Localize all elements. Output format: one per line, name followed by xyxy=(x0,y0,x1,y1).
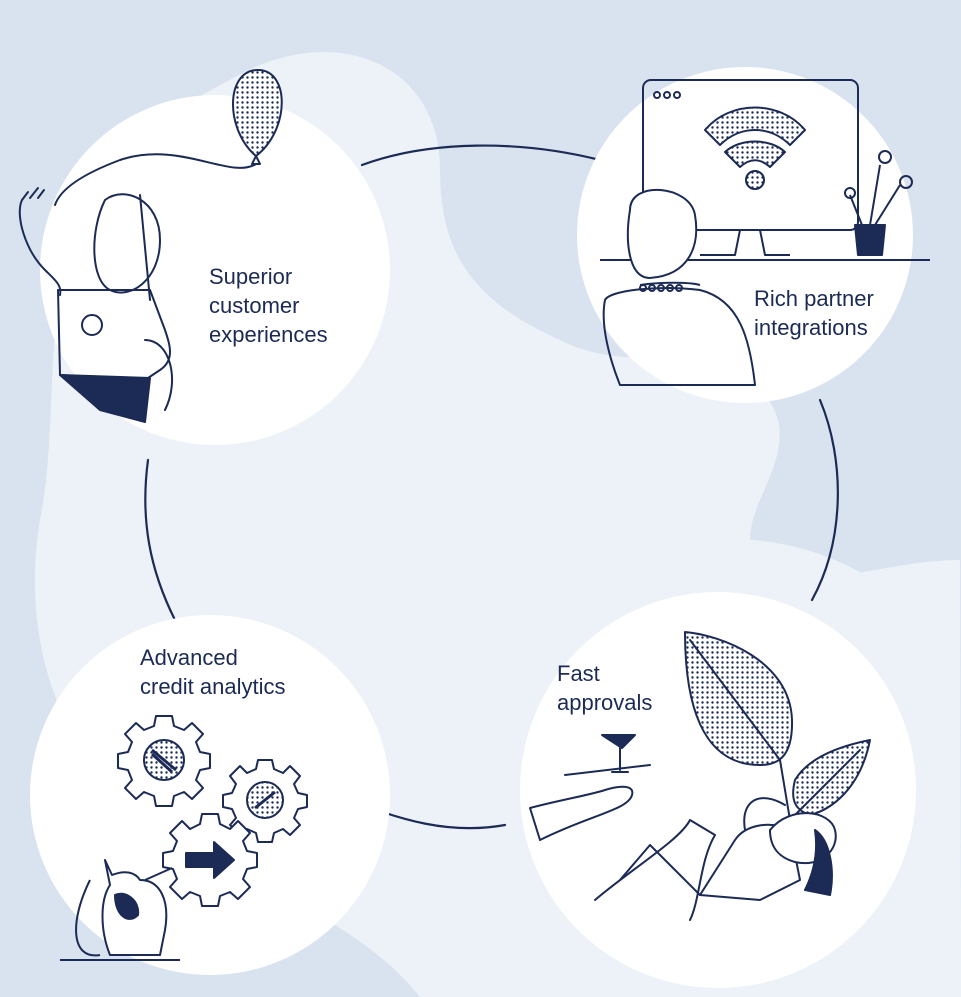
node-label-line: Advanced xyxy=(140,645,238,670)
node-label-line: Superior xyxy=(209,264,293,289)
node-label-advanced: Advanced credit analytics xyxy=(140,643,286,701)
connector-rich-to-fast xyxy=(810,398,839,602)
node-label-rich: Rich partner integrations xyxy=(754,284,874,342)
node-label-line: Rich partner xyxy=(754,286,874,311)
illustration-relaxing xyxy=(529,631,871,921)
pants-shape xyxy=(59,374,151,423)
connector-superior-to-rich xyxy=(360,144,602,167)
illustration-gears xyxy=(60,715,308,961)
node-label-line: credit analytics xyxy=(140,674,286,699)
node-label-line: approvals xyxy=(557,690,653,715)
person-head xyxy=(626,188,698,279)
monitor-screen xyxy=(642,79,859,231)
node-label-line: experiences xyxy=(209,322,328,347)
leaf-icon xyxy=(684,631,794,766)
drink-glass-icon xyxy=(601,734,636,749)
node-circle-rich xyxy=(577,67,913,403)
illustration-monitor xyxy=(600,79,930,386)
gear-icon xyxy=(117,715,211,807)
plant-pot-icon xyxy=(854,224,886,256)
node-label-line: customer xyxy=(209,293,300,318)
gear-arrow-icon xyxy=(162,813,258,907)
node-label-fast: Fast approvals xyxy=(557,659,652,717)
wifi-icon xyxy=(704,106,806,146)
gear-icon xyxy=(222,759,308,843)
illustration-person-waving xyxy=(18,69,283,423)
node-label-superior: Superior customer experiences xyxy=(209,262,328,349)
node-circle-superior xyxy=(40,95,390,445)
node-label-line: Fast xyxy=(557,661,600,686)
node-label-line: integrations xyxy=(754,315,868,340)
connector-advanced-to-superior xyxy=(144,458,177,622)
